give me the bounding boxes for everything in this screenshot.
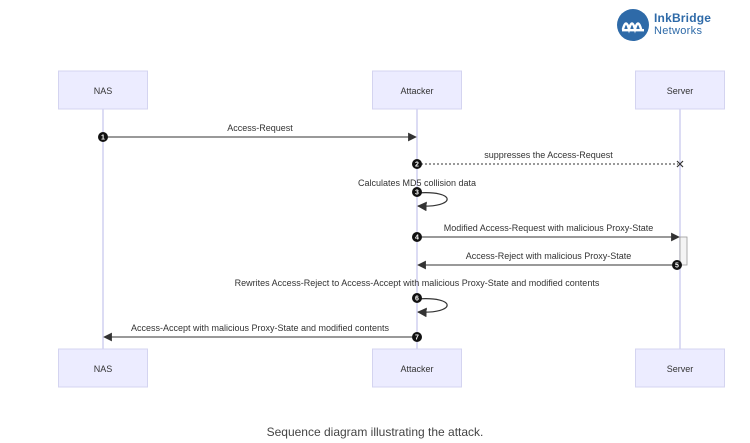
sequence-number: 1 — [101, 135, 105, 142]
sequence-number: 3 — [415, 190, 419, 197]
message-label: suppresses the Access-Request — [484, 150, 613, 160]
sequence-number-badge — [672, 260, 682, 270]
participant-label: Attacker — [400, 86, 433, 96]
message-label: Access-Request — [227, 123, 293, 133]
message-2: suppresses the Access-Request 2 — [412, 150, 684, 169]
message-label: Calculates MD5 collision data — [358, 178, 476, 188]
sequence-number: 4 — [415, 235, 419, 242]
logo-text-line2: Networks — [654, 25, 703, 37]
participant-attacker-bottom: Attacker — [372, 348, 462, 388]
message-5: Access-Reject with malicious Proxy-State… — [417, 251, 682, 270]
sequence-number: 7 — [415, 335, 419, 342]
sequence-number: 5 — [675, 263, 679, 270]
logo-text-line1: InkBridge — [654, 11, 712, 25]
message-1: Access-Request 1 — [98, 123, 417, 142]
diagram-caption: Sequence diagram illustrating the attack… — [266, 425, 484, 439]
participant-server-top: Server — [635, 70, 725, 110]
message-label: Access-Accept with malicious Proxy-State… — [131, 323, 390, 333]
message-6: Rewrites Access-Reject to Access-Accept … — [235, 278, 600, 318]
sequence-number-badge — [412, 232, 422, 242]
sequence-number-badge — [412, 159, 422, 169]
message-label: Modified Access-Request with malicious P… — [444, 223, 654, 233]
message-label: Rewrites Access-Reject to Access-Accept … — [235, 278, 600, 288]
participant-nas-bottom: NAS — [58, 348, 148, 388]
participant-attacker-top: Attacker — [372, 70, 462, 110]
sequence-number: 6 — [415, 296, 419, 303]
message-label: Access-Reject with malicious Proxy-State — [466, 251, 632, 261]
sequence-number-badge — [412, 187, 422, 197]
logo-icon — [617, 9, 649, 41]
message-4: Modified Access-Request with malicious P… — [412, 223, 680, 242]
message-3: Calculates MD5 collision data 3 — [358, 178, 476, 212]
participant-label: Server — [667, 364, 694, 374]
activation-bar-server — [679, 236, 688, 266]
sequence-number: 2 — [415, 162, 419, 169]
message-7: Access-Accept with malicious Proxy-State… — [103, 323, 422, 342]
participant-nas-top: NAS — [58, 70, 148, 110]
participant-label: NAS — [94, 86, 113, 96]
company-logo: InkBridge Networks — [616, 8, 728, 42]
participant-label: NAS — [94, 364, 113, 374]
participant-server-bottom: Server — [635, 348, 725, 388]
sequence-number-badge — [412, 293, 422, 303]
sequence-number-badge — [98, 132, 108, 142]
participant-label: Server — [667, 86, 694, 96]
sequence-number-badge — [412, 332, 422, 342]
participant-label: Attacker — [400, 364, 433, 374]
